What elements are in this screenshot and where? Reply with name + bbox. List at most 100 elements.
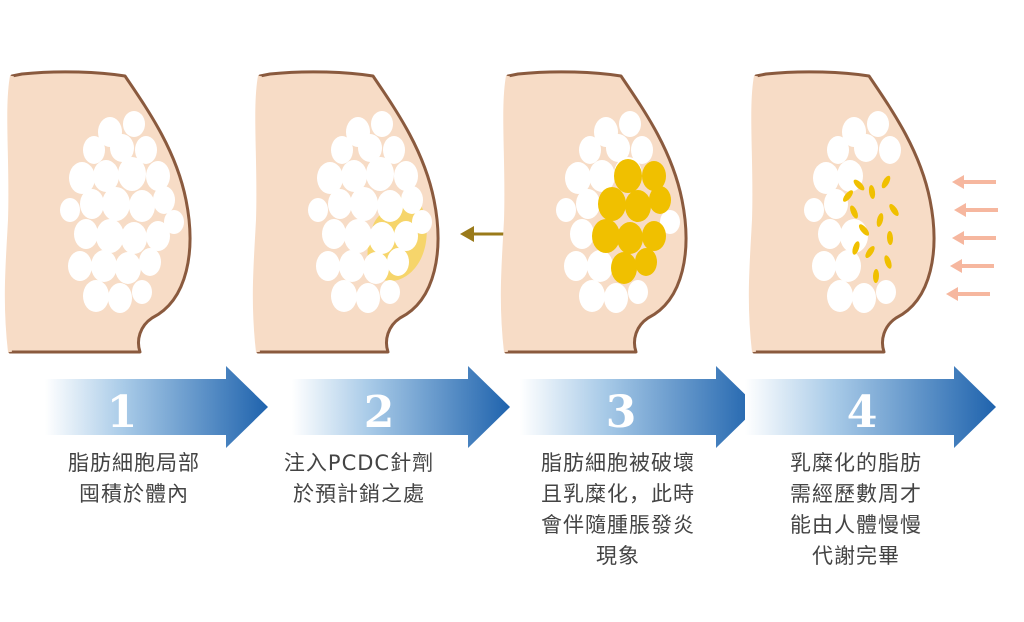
fat-cell [108, 283, 132, 313]
step-number-2: 2 [364, 387, 395, 438]
fat-cell [377, 190, 403, 222]
fat-cell [394, 221, 418, 251]
abdomen-panel-2 [252, 70, 518, 354]
step-number-1: 1 [107, 387, 138, 438]
fat-cell [366, 157, 394, 191]
progress-arrow-1 [45, 366, 268, 448]
fat-cell [121, 222, 147, 254]
dissolved-fat-cell [642, 161, 666, 191]
fat-cell [576, 189, 600, 219]
fat-cell [579, 136, 601, 164]
fat-cell [317, 162, 343, 194]
dissolved-fat-cell [614, 159, 642, 193]
fat-cell [341, 160, 367, 192]
dissolved-fat-cell [617, 222, 643, 254]
fat-cell [867, 111, 889, 137]
fat-cell [827, 280, 853, 312]
fat-cell [164, 210, 184, 234]
caption-line: 注入PCDC針劑 [283, 451, 435, 475]
fat-cell [589, 160, 615, 192]
fat-cell [383, 136, 405, 164]
fat-cell [316, 251, 340, 281]
fat-cell [565, 162, 591, 194]
caption-line: 於預計銷之處 [293, 482, 425, 506]
back-edge-mask [252, 75, 262, 353]
caption-line: 代謝完畢 [812, 544, 900, 568]
fat-cell [879, 136, 901, 164]
fat-cell [827, 136, 849, 164]
fat-cell [812, 251, 836, 281]
abdomen-panel-3 [500, 70, 688, 354]
fat-cell [123, 111, 145, 137]
arrow-head-icon [954, 203, 966, 217]
step-number-3: 3 [606, 387, 637, 438]
dissolved-fat-cell [592, 219, 620, 253]
caption-line: 需經歷數周才 [790, 482, 922, 506]
caption-line: 且乳糜化，此時 [541, 482, 695, 506]
fat-cell [363, 252, 389, 284]
dissolved-fat-cell [598, 187, 626, 221]
dissolved-fat-fragment [872, 269, 880, 283]
caption-line: 會伴隨腫脹發炎 [541, 513, 695, 537]
fat-cell [74, 219, 98, 249]
arrow-head-icon [460, 226, 474, 242]
arrow-head-icon [952, 175, 964, 189]
dissolved-fat-fragment [868, 185, 876, 199]
fat-cell [153, 186, 175, 214]
fat-cell [350, 187, 378, 221]
abdomen-panel-4 [748, 70, 998, 354]
fat-cell [564, 251, 588, 281]
step-2-caption: 注入PCDC針劑 於預計銷之處 [249, 448, 469, 510]
dissolved-fat-cell [625, 190, 651, 222]
fat-cell [876, 280, 896, 304]
dissolved-fat-fragment [865, 245, 875, 259]
step-1-caption: 脂肪細胞局部 囤積於體內 [24, 448, 244, 510]
fat-cell [804, 198, 824, 222]
fat-cell [854, 134, 878, 162]
dissolved-fat-fragment [884, 255, 892, 269]
fat-cell [91, 250, 117, 282]
fat-cell [604, 283, 628, 313]
fat-cell [818, 219, 842, 249]
progress-arrow-4 [745, 366, 996, 448]
fat-cell [129, 190, 155, 222]
dissolved-fat-fragment [881, 175, 891, 189]
fat-cell [83, 136, 105, 164]
step-3-caption: 脂肪細胞被破壞 且乳糜化，此時 會伴隨腫脹發炎 現象 [508, 448, 728, 572]
fat-cell [93, 160, 119, 192]
fat-cell [835, 250, 861, 282]
fat-cell [587, 250, 613, 282]
fat-cell [308, 198, 328, 222]
fat-cell [619, 111, 641, 137]
fat-cell [371, 111, 393, 137]
caption-line: 脂肪細胞被破壞 [541, 451, 695, 475]
fat-cell [146, 221, 170, 251]
fat-cell [135, 136, 157, 164]
progress-arrow-3 [520, 366, 758, 448]
fat-cell [339, 250, 365, 282]
caption-line: 現象 [596, 544, 640, 568]
fat-cell [322, 219, 346, 249]
dissolved-fat-fragment [858, 224, 870, 236]
dissolved-fat-cell [642, 221, 666, 251]
back-edge-mask [748, 75, 758, 353]
fat-cell [331, 280, 357, 312]
fat-cell [96, 219, 124, 253]
dissolved-fat-fragment [853, 179, 865, 191]
dissolved-fat-cell [611, 252, 637, 284]
fat-cell [60, 198, 80, 222]
fat-cell [83, 280, 109, 312]
abdomen-panels [4, 70, 998, 354]
fat-cell [570, 219, 594, 249]
fat-cell [331, 136, 353, 164]
dissolved-fat-fragment [886, 231, 894, 245]
fat-cell [69, 162, 95, 194]
fat-cell [132, 280, 152, 304]
dissolved-fat-fragment [852, 241, 860, 255]
fat-cell [606, 134, 630, 162]
fat-cell [579, 280, 605, 312]
fat-cell [356, 283, 380, 313]
back-edge-mask [500, 75, 510, 353]
fat-cell [115, 252, 141, 284]
